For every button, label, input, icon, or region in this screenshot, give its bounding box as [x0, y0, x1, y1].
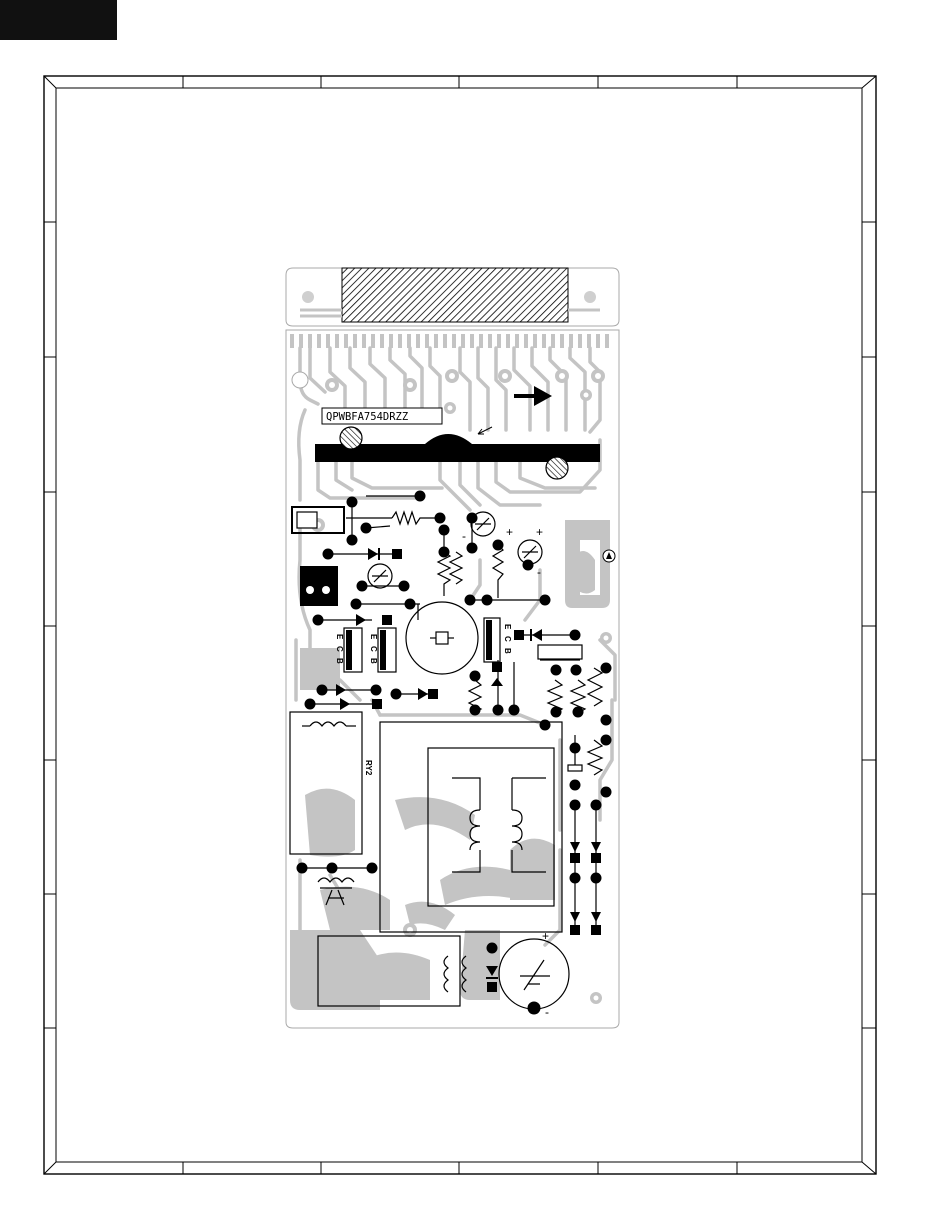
svg-text:B: B [369, 658, 378, 664]
header-block [0, 0, 117, 40]
svg-text:B: B [335, 658, 344, 664]
pcb-board: QPWBFA754DRZZ [286, 268, 619, 1028]
svg-text:-: - [462, 529, 466, 543]
screw-hole-right [546, 457, 568, 479]
svg-text:C: C [503, 636, 512, 642]
svg-text:B: B [503, 648, 512, 654]
svg-text:E: E [335, 634, 344, 640]
transistor-pin-labels-q2: E C B [369, 634, 378, 664]
svg-text:+: + [542, 929, 549, 943]
svg-text:+: + [536, 525, 543, 539]
transistor-pin-labels-q1: E C B [335, 634, 344, 664]
flex-connector [342, 268, 568, 322]
svg-text:-: - [545, 1005, 549, 1019]
svg-text:+: + [506, 525, 513, 539]
svg-text:E: E [369, 634, 378, 640]
screw-hole-left [340, 427, 362, 449]
svg-text:+: + [399, 579, 406, 593]
svg-text:-: - [537, 565, 541, 579]
transistor-pin-labels-q3: E C B [503, 624, 512, 654]
part-number-label: QPWBFA754DRZZ [326, 411, 408, 423]
svg-text:C: C [335, 646, 344, 652]
svg-text:E: E [503, 624, 512, 630]
svg-text:C: C [369, 646, 378, 652]
relay-label: RY2 [364, 760, 373, 776]
